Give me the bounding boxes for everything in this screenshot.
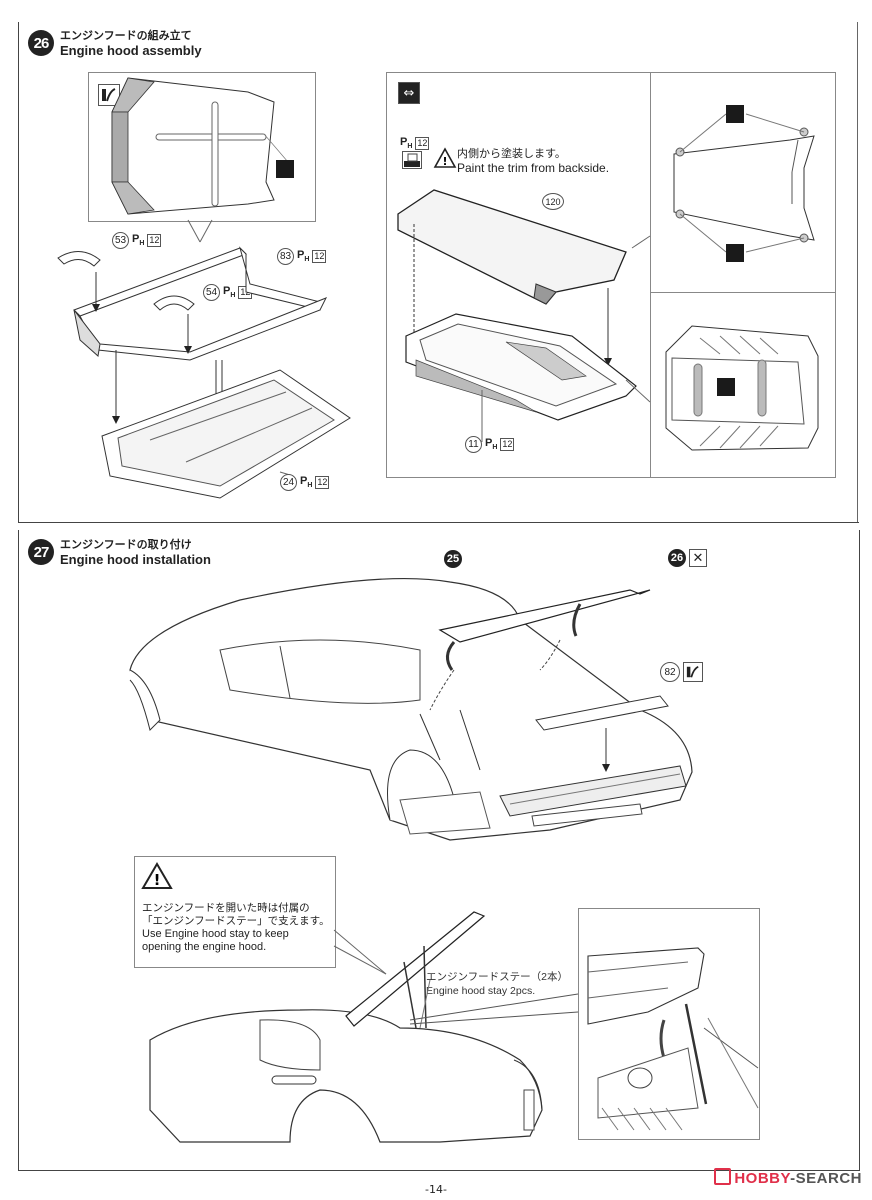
warning-pointer [333, 929, 387, 975]
step27-frame [18, 530, 860, 1171]
step27-number: 27 [28, 539, 54, 565]
hood-stay-warning-box [134, 856, 336, 968]
warning-icon: ! [141, 862, 173, 889]
hood-trim-drawing [397, 189, 651, 442]
engine-bay-drawing [587, 947, 759, 1131]
step26-header: 26 エンジンフードの組み立て Engine hood assembly [28, 28, 202, 58]
watermark-logo-icon [714, 1168, 732, 1185]
decal-icon [726, 105, 744, 123]
hood-stay-label: エンジンフードステー（2本） Engine hood stay 2pcs. [426, 971, 569, 997]
car-side-hood-open-drawing [149, 911, 543, 1143]
right-edge-line [857, 22, 858, 522]
step27-header: 27 エンジンフードの取り付け Engine hood installation [28, 537, 211, 567]
reverse-side-icon: ⇔ [398, 82, 420, 104]
step26-frame [18, 22, 859, 523]
part-82-callout: 82 [660, 662, 703, 682]
hobby-search-watermark: HOBBY-SEARCH [714, 1168, 862, 1187]
inset-connector [409, 993, 579, 1025]
no-glue-icon: ✕ [689, 549, 707, 567]
step26-number: 26 [28, 30, 54, 56]
svg-text:!: ! [154, 871, 161, 889]
hood-frame-underside-drawing [111, 77, 289, 243]
part-24-callout: 24 PH 12 [280, 474, 330, 491]
car-body-rear-drawing [129, 577, 693, 841]
part-54-callout: 54 PH 12 [203, 284, 253, 301]
step27-title-en: Engine hood installation [60, 552, 211, 567]
step26-title-en: Engine hood assembly [60, 43, 202, 58]
hood-stay-warning-text: エンジンフードを開いた時は付属の 「エンジンフードステー」で支えます。 Use … [142, 902, 330, 953]
paint-brush-icon [683, 662, 703, 682]
hood-frame-assembly-drawing [57, 246, 351, 499]
part-26-callout: 26 ✕ [668, 549, 707, 567]
trim-note: 内側から塗装します。 Paint the trim from backside. [457, 148, 610, 175]
decal-icon [717, 378, 735, 396]
decal-icon [726, 244, 744, 262]
part-120-callout: 120 [542, 193, 564, 210]
paint-brush-icon [98, 84, 120, 106]
decal-icon [276, 160, 294, 178]
step27-title-jp: エンジンフードの取り付け [60, 538, 192, 551]
svg-text:!: ! [442, 155, 447, 168]
part-53-callout: 53 PH 12 [112, 232, 162, 249]
part-25-callout: 25 [444, 550, 462, 568]
part-83-callout: 83 PH 12 [277, 248, 327, 265]
hood-top-view-drawing [673, 113, 815, 253]
trim-paint-callout: PH 12 [400, 136, 430, 151]
warning-icon: ! [433, 147, 457, 168]
page-number: -14- [425, 1183, 447, 1196]
step26-title-jp: エンジンフードの組み立て [60, 29, 192, 42]
paint-surface-icon [402, 151, 422, 169]
engine-vent-drawing [665, 325, 819, 451]
part-11-callout: 11 PH 12 [465, 436, 515, 453]
